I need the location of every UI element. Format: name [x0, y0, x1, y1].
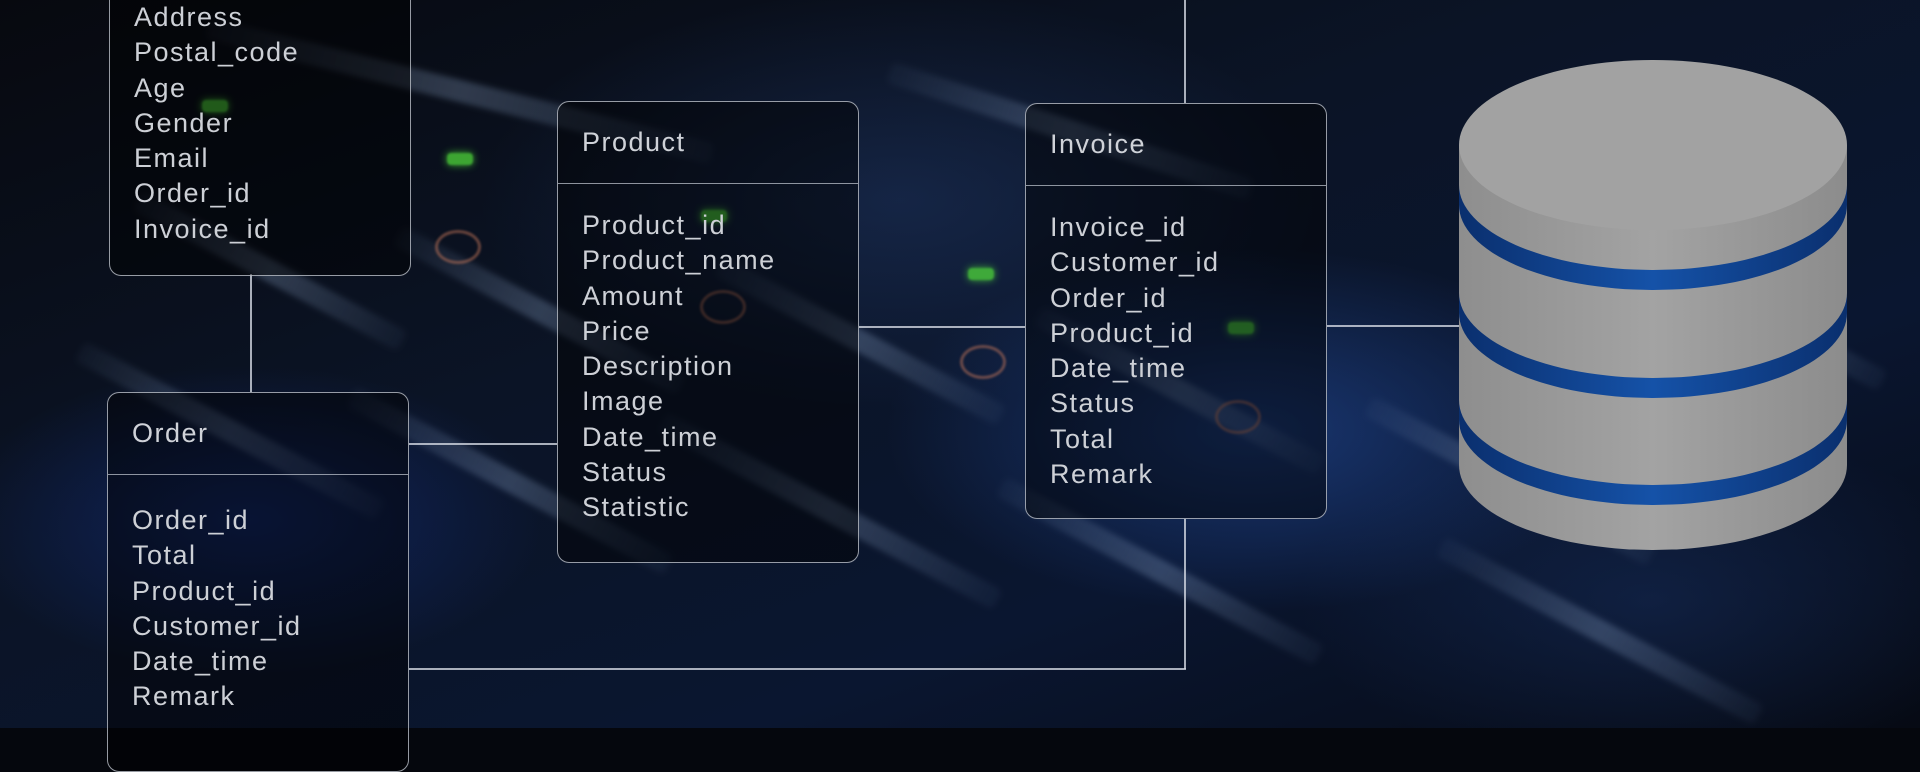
- product-field: Status: [582, 457, 668, 488]
- entity-order: Order Order_id Total Product_id Customer…: [107, 392, 409, 772]
- product-field: Price: [582, 315, 652, 346]
- connector-invoice-database: [1327, 325, 1459, 327]
- product-field: Amount: [582, 280, 685, 311]
- invoice-field: Order_id: [1050, 282, 1168, 313]
- product-field: Date_time: [582, 421, 719, 452]
- customer-field: Address: [134, 2, 244, 32]
- invoice-field: Remark: [1050, 459, 1154, 490]
- order-field: Product_id: [132, 575, 277, 606]
- connector-order-invoice: [409, 668, 1186, 670]
- order-field: Total: [132, 540, 197, 571]
- product-field: Statistic: [582, 492, 691, 523]
- customer-field-list: Address Postal_code Age Gender Email Ord…: [110, 0, 410, 247]
- connector-product-invoice: [859, 326, 1025, 328]
- product-field: Image: [582, 386, 665, 417]
- entity-title: Invoice: [1026, 104, 1326, 186]
- invoice-field: Total: [1050, 423, 1115, 454]
- customer-field: Postal_code: [134, 37, 300, 68]
- entity-invoice: Invoice Invoice_id Customer_id Order_id …: [1025, 103, 1327, 519]
- connector-invoice-top: [1184, 0, 1186, 103]
- invoice-field: Date_time: [1050, 353, 1187, 384]
- invoice-field: Invoice_id: [1050, 212, 1187, 242]
- product-field-list: Product_id Product_name Amount Price Des…: [558, 184, 858, 526]
- entity-title: Product: [558, 102, 858, 184]
- order-field: Order_id: [132, 505, 250, 535]
- invoice-field: Product_id: [1050, 317, 1195, 348]
- connector-invoice-down: [1184, 519, 1186, 669]
- customer-field: Email: [134, 143, 210, 174]
- product-field: Description: [582, 351, 734, 382]
- connector-customer-order: [250, 274, 252, 392]
- invoice-field: Customer_id: [1050, 247, 1220, 278]
- order-field: Customer_id: [132, 610, 302, 641]
- invoice-field-list: Invoice_id Customer_id Order_id Product_…: [1026, 186, 1326, 492]
- customer-field: Invoice_id: [134, 213, 271, 244]
- customer-field: Gender: [134, 107, 234, 138]
- entity-product: Product Product_id Product_name Amount P…: [557, 101, 859, 563]
- entity-customer: Address Postal_code Age Gender Email Ord…: [109, 0, 411, 276]
- customer-field: Age: [134, 72, 187, 103]
- product-field: Product_name: [582, 245, 776, 276]
- customer-field: Order_id: [134, 178, 252, 209]
- database-icon: [1459, 60, 1847, 550]
- product-field: Product_id: [582, 210, 727, 240]
- invoice-field: Status: [1050, 388, 1136, 419]
- order-field: Remark: [132, 681, 236, 712]
- connector-order-product: [409, 443, 557, 445]
- order-field-list: Order_id Total Product_id Customer_id Da…: [108, 475, 408, 715]
- order-field: Date_time: [132, 646, 269, 677]
- entity-title: Order: [108, 393, 408, 475]
